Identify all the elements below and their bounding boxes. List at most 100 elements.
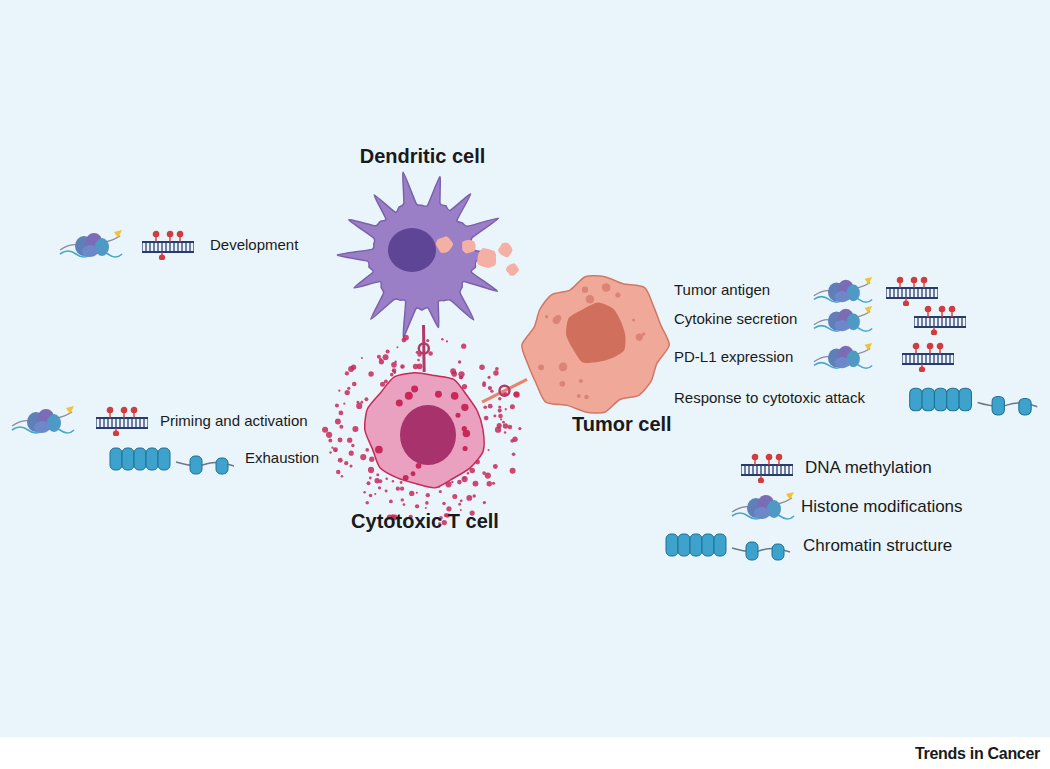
granule — [403, 503, 406, 506]
granule — [493, 370, 498, 375]
granule — [425, 501, 429, 505]
granule — [379, 359, 384, 364]
granule — [401, 338, 406, 343]
granule — [451, 481, 453, 483]
granule — [488, 386, 492, 390]
granule — [518, 427, 521, 430]
granule — [333, 447, 338, 452]
granule — [508, 425, 513, 430]
granule — [458, 360, 461, 363]
granule — [349, 464, 352, 467]
t-cell-body — [365, 373, 484, 488]
granule — [369, 457, 374, 462]
granule — [378, 486, 381, 489]
granule — [328, 439, 332, 443]
granule — [376, 473, 379, 476]
granule — [416, 492, 418, 494]
granule — [498, 414, 503, 419]
granule — [368, 371, 373, 376]
granule — [493, 414, 496, 417]
granule — [329, 451, 331, 453]
granule — [326, 432, 332, 438]
granule — [367, 481, 371, 485]
granule — [451, 392, 459, 400]
granule — [441, 338, 444, 341]
granule — [473, 494, 476, 497]
granule — [510, 439, 514, 443]
granule — [390, 373, 394, 377]
antigen-fragment — [462, 240, 476, 253]
granule — [339, 425, 343, 429]
granule — [356, 401, 359, 404]
granule — [400, 487, 404, 491]
granule — [322, 427, 328, 433]
granule — [391, 362, 397, 368]
granule — [435, 391, 442, 398]
granule — [416, 463, 422, 469]
granule — [504, 392, 508, 396]
tumor-spot — [545, 315, 548, 318]
granule — [345, 390, 350, 395]
granule — [425, 507, 427, 509]
granule — [484, 416, 489, 421]
tumor-spot — [577, 394, 581, 398]
granule — [460, 376, 463, 379]
granule — [463, 477, 465, 479]
granule — [389, 500, 393, 504]
granule — [401, 498, 404, 501]
cell-name: Cytotoxic T cell — [351, 510, 499, 533]
cell-name: Dendritic cell — [360, 145, 486, 168]
granule — [379, 479, 383, 483]
granule — [488, 404, 493, 409]
process-label: Cytokine secretion — [674, 310, 797, 328]
tumor-spot — [559, 363, 568, 372]
granule — [513, 392, 518, 397]
granule — [479, 365, 485, 371]
granule — [482, 471, 486, 475]
granule — [413, 364, 418, 369]
granule — [439, 490, 442, 493]
granule — [451, 371, 457, 377]
granule — [505, 408, 507, 410]
granule — [502, 421, 505, 424]
tumor-cell-body — [522, 276, 670, 413]
granule — [360, 401, 363, 404]
tumor-nucleus — [566, 303, 625, 363]
granule — [400, 481, 403, 484]
granule — [461, 344, 466, 349]
cell-name: Tumor cell — [572, 413, 672, 436]
process-label: Response to cytotoxic attack — [674, 389, 865, 407]
granule — [467, 472, 470, 475]
granule — [401, 366, 403, 368]
journal-mark: Trends in Cancer — [915, 745, 1040, 763]
granule — [417, 359, 420, 362]
granule — [458, 503, 461, 506]
granule — [457, 480, 462, 485]
granule — [463, 446, 468, 451]
granule — [352, 426, 358, 432]
legend-text: DNA methylation — [805, 458, 932, 478]
process-label: PD-L1 expression — [674, 348, 793, 366]
granule — [512, 452, 516, 456]
granule — [483, 405, 487, 409]
granule — [341, 475, 344, 478]
cell-contact — [482, 379, 527, 402]
granule — [384, 380, 388, 384]
granule — [452, 494, 457, 499]
legend-text: Chromatin structure — [803, 536, 952, 556]
granule — [347, 387, 350, 390]
granule — [426, 339, 429, 342]
granule — [369, 494, 373, 498]
granule — [461, 404, 468, 411]
granule — [374, 493, 376, 495]
granule — [446, 340, 448, 342]
granule — [368, 467, 374, 473]
granule — [510, 404, 515, 409]
granule — [365, 448, 369, 452]
granule — [482, 383, 486, 387]
granule — [385, 477, 388, 480]
granule — [504, 431, 506, 433]
granule — [428, 351, 433, 356]
granule — [396, 487, 400, 491]
granule — [483, 501, 486, 504]
